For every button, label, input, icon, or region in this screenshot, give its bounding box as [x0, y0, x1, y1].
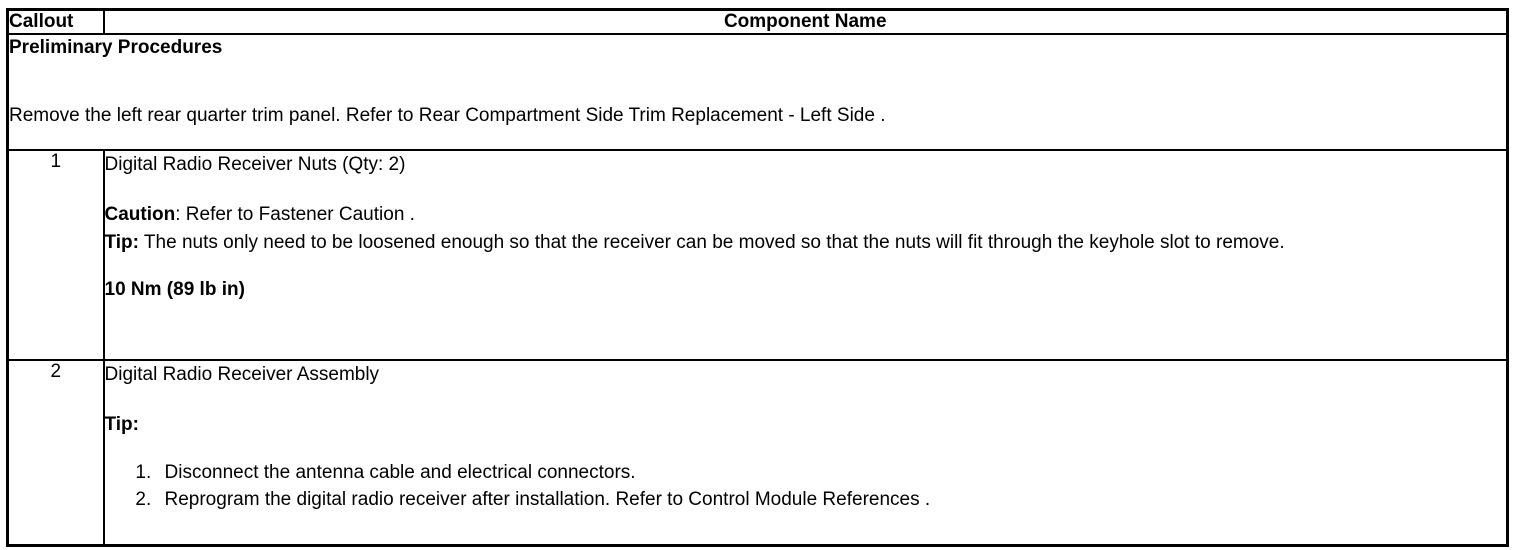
list-item: Reprogram the digital radio receiver aft… — [157, 486, 1507, 514]
caution-label: Caution — [104, 204, 176, 226]
table-row: 1 Digital Radio Receiver Nuts (Qty: 2) C… — [6, 148, 1509, 361]
header-cell-component-name: Component Name — [102, 8, 1509, 35]
preliminary-procedures-title: Preliminary Procedures — [9, 37, 223, 58]
preliminary-procedures-body: Remove the left rear quarter trim panel.… — [9, 104, 886, 126]
preliminary-procedures-cell: Preliminary Procedures Remove the left r… — [6, 33, 1509, 151]
caution-line-1: Caution: Refer to Fastener Caution . — [105, 201, 1507, 228]
component-name-2: Digital Radio Receiver Assembly — [104, 363, 380, 385]
spacer — [9, 62, 1506, 84]
tip-label-2: Tip: — [104, 414, 139, 436]
torque-specification-1: 10 Nm (89 lb in) — [104, 279, 245, 301]
tip-text: The nuts only need to be loosened enough… — [138, 231, 1285, 253]
callout-detail-2: Digital Radio Receiver Assembly Tip: Dis… — [102, 358, 1509, 547]
caution-text: : Refer to Fastener Caution . — [175, 204, 415, 226]
table-row: 2 Digital Radio Receiver Assembly Tip: D… — [6, 358, 1509, 547]
preliminary-procedures-row: Preliminary Procedures Remove the left r… — [6, 33, 1509, 151]
tip-line-1: Tip: The nuts only need to be loosened e… — [105, 229, 1507, 256]
header-cell-callout: Callout — [6, 8, 105, 35]
spacer — [105, 178, 1507, 201]
spacer — [105, 256, 1507, 276]
spacer — [105, 388, 1507, 411]
table-header-row: Callout Component Name — [6, 8, 1509, 35]
service-procedure-table: Callout Component Name Preliminary Proce… — [6, 8, 1509, 548]
component-name-1: Digital Radio Receiver Nuts (Qty: 2) — [104, 153, 406, 175]
tip-step-list: Disconnect the antenna cable and electri… — [105, 459, 1507, 514]
callout-detail-1: Digital Radio Receiver Nuts (Qty: 2) Cau… — [102, 148, 1509, 361]
list-item: Disconnect the antenna cable and electri… — [157, 459, 1507, 487]
tip-label: Tip: — [104, 231, 139, 253]
spacer — [105, 439, 1507, 459]
callout-number-1: 1 — [6, 148, 105, 361]
callout-number-2: 2 — [6, 358, 105, 547]
